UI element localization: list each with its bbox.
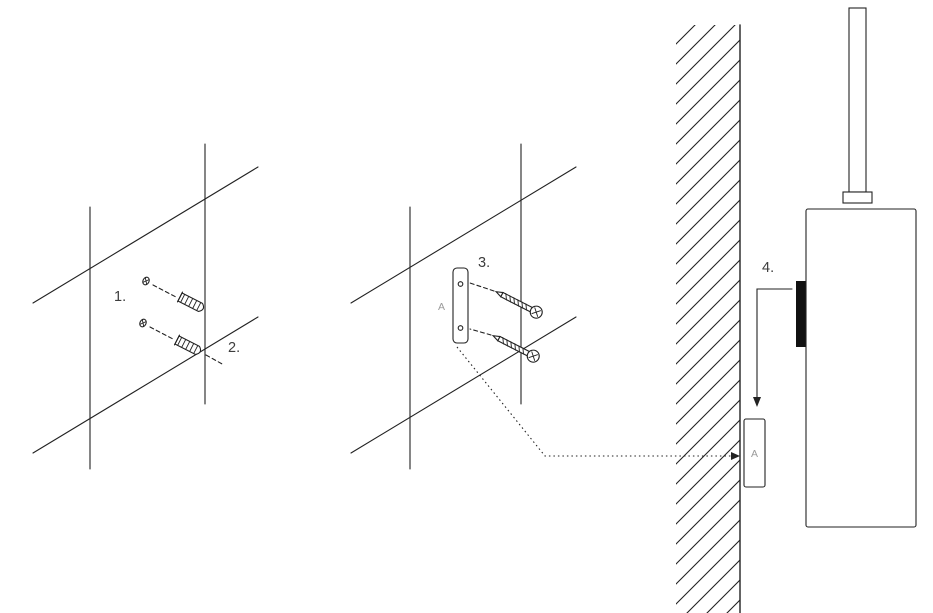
screw-guide-dashed-line (469, 282, 495, 292)
screw-icon (494, 290, 543, 319)
step-4-label: 4. (762, 260, 774, 276)
step-1-label: 1. (114, 289, 126, 305)
screw-head-mark-icon (139, 318, 147, 328)
wall-plug-anchor-icon (176, 291, 205, 313)
step-4-arrowhead-icon (753, 397, 761, 407)
step-3-label: 3. (478, 255, 490, 271)
mounting-block (796, 281, 807, 347)
screw-head-mark-icon (142, 276, 150, 286)
wall-bracket (743, 418, 766, 488)
panel-mount-holder: A 4. (676, 7, 917, 613)
bracket-hole (457, 325, 464, 331)
bracket-hole (457, 281, 464, 287)
insertion-dashed-line (152, 284, 177, 298)
wall-plug-anchor-icon (173, 334, 202, 356)
screw-icon (491, 334, 540, 363)
insertion-dashed-line (149, 326, 174, 340)
wall-grid-line (32, 316, 259, 454)
wall-grid-line (350, 316, 577, 454)
bracket-position-dotted-line (456, 346, 731, 457)
screw-guide-dashed-line (469, 328, 492, 336)
holder-body (805, 208, 917, 528)
panel-bracket-screws: A 3. (350, 143, 740, 470)
panel-drill-and-plug: 1. 2. (32, 143, 259, 470)
step-2-label: 2. (228, 340, 240, 356)
bracket-label-a: A (438, 301, 445, 313)
wall-grid-line (350, 166, 577, 304)
handle-flange (842, 191, 873, 204)
wall-bracket-label-a: A (751, 448, 758, 460)
brush-handle (848, 7, 867, 193)
toilet-brush-holder (796, 7, 917, 528)
wall-grid-line (32, 166, 259, 304)
step-4-arrow (756, 288, 793, 399)
insertion-dashed-line (205, 354, 225, 366)
mounting-bracket (452, 267, 469, 344)
wall-hatch (676, 25, 740, 613)
